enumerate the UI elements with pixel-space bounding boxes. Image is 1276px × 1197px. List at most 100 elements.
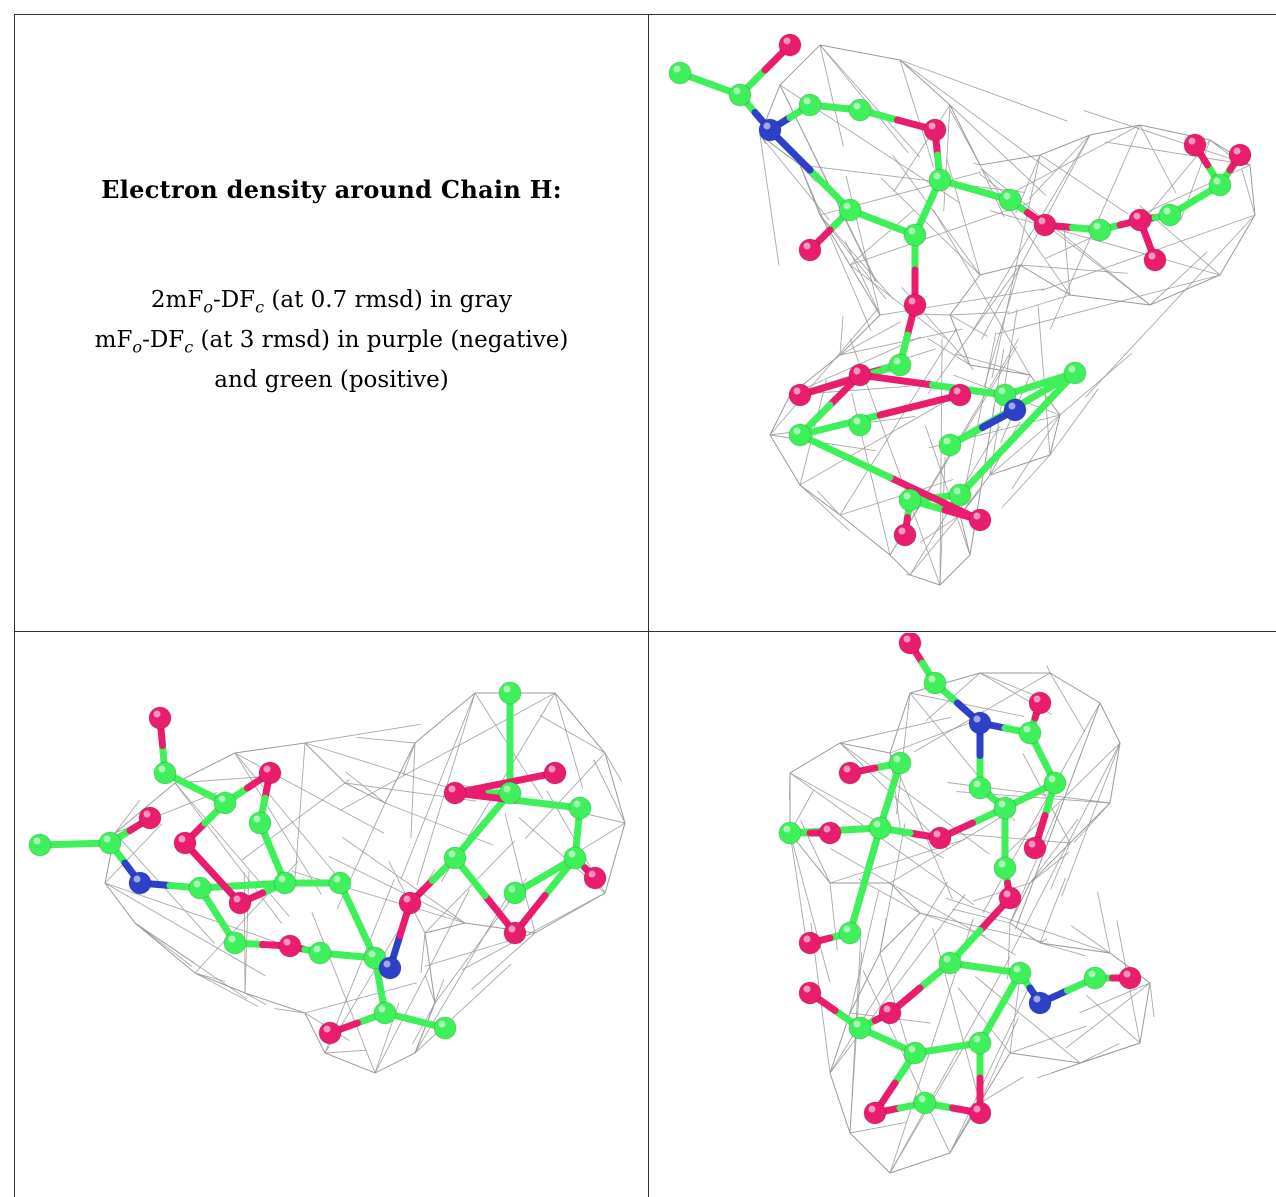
atom-highlight — [853, 102, 861, 110]
mesh-line — [949, 109, 981, 166]
carbon-atom — [938, 433, 962, 457]
atom-highlight — [263, 765, 271, 773]
mesh-line — [1085, 994, 1141, 1044]
oxygen-atom — [878, 1001, 902, 1025]
carbon-atom — [868, 816, 892, 840]
mesh-line — [1063, 226, 1071, 296]
bond — [796, 431, 894, 481]
atom-highlight — [438, 1020, 446, 1028]
mesh-line — [789, 772, 944, 859]
mesh-line — [304, 742, 464, 793]
atom-highlight — [233, 895, 241, 903]
atom-highlight — [1003, 192, 1011, 200]
mesh-line — [345, 771, 386, 804]
atom-highlight — [1048, 775, 1056, 783]
mesh-line — [1022, 753, 1071, 844]
atom-highlight — [1068, 365, 1076, 373]
left-border — [14, 14, 15, 1197]
oxygen-atom — [928, 826, 952, 850]
mesh-line — [1149, 982, 1155, 1018]
atom-highlight — [843, 925, 851, 933]
mesh-line — [234, 752, 340, 879]
mesh-line — [174, 782, 283, 924]
atom-highlight — [503, 685, 511, 693]
atom-highlight — [33, 837, 41, 845]
atom-highlight — [1123, 970, 1131, 978]
carbon-atom — [848, 98, 872, 122]
atom-highlight — [1213, 177, 1221, 185]
mesh-line — [996, 274, 1221, 335]
mesh-line — [324, 879, 395, 1054]
mesh-line — [989, 210, 1221, 276]
carbon-atom — [1208, 173, 1232, 197]
top-border — [14, 14, 1276, 15]
middle-border — [14, 631, 1276, 632]
molecule — [778, 633, 1142, 1125]
mesh-line — [328, 855, 466, 924]
mesh-line — [927, 337, 971, 366]
caption-panel: Electron density around Chain H: 2mFo-DF… — [15, 15, 648, 630]
mesh-line — [949, 311, 1010, 316]
carbon-atom — [1083, 966, 1107, 990]
mesh-line — [789, 832, 808, 948]
carbon-atom — [788, 423, 812, 447]
mesh-line — [909, 490, 980, 576]
mesh-line — [1006, 742, 1121, 854]
oxygen-atom — [948, 383, 972, 407]
oxygen-atom — [443, 781, 467, 805]
carbon-atom — [888, 353, 912, 377]
mesh-line — [989, 352, 1133, 476]
bond — [876, 391, 964, 419]
mesh-line — [244, 992, 267, 1006]
mesh-line — [1050, 842, 1071, 890]
mesh-line — [1085, 214, 1256, 398]
oxygen-atom — [173, 831, 197, 855]
density-mesh — [759, 44, 1256, 586]
carbon-atom — [1018, 721, 1042, 745]
oxygen-atom — [1023, 836, 1047, 860]
mesh-line — [889, 882, 1016, 956]
carbon-atom — [213, 791, 237, 815]
nitrogen-atom — [1028, 991, 1052, 1015]
mesh-line — [819, 44, 844, 147]
molecule — [28, 681, 607, 1045]
mesh-line — [849, 264, 946, 339]
atom-highlight — [883, 1005, 891, 1013]
molecule-view-bottom-right — [650, 633, 1276, 1197]
carbon-atom — [798, 93, 822, 117]
caption-title: Electron density around Chain H: — [101, 175, 562, 204]
bond — [886, 474, 984, 524]
atom-highlight — [793, 427, 801, 435]
oxygen-atom — [1128, 208, 1152, 232]
mesh-line — [889, 810, 1013, 884]
mesh-line — [949, 983, 1032, 1154]
caption-line-colors: and green (positive) — [214, 367, 449, 393]
atom-highlight — [503, 785, 511, 793]
oxygen-atom — [968, 1101, 992, 1125]
atom-highlight — [333, 875, 341, 883]
mesh-line — [593, 759, 626, 824]
carbon-atom — [1158, 203, 1182, 227]
mesh-line — [789, 772, 975, 906]
mesh-line — [839, 316, 844, 356]
atom-highlight — [943, 955, 951, 963]
mesh-line — [889, 752, 953, 900]
atom-highlight — [193, 880, 201, 888]
atom-highlight — [998, 387, 1006, 395]
oxygen-atom — [898, 633, 922, 655]
mesh-line — [234, 752, 322, 895]
atom-highlight — [803, 935, 811, 943]
mesh-line — [979, 164, 1005, 218]
mesh-line — [829, 881, 948, 1074]
mesh-line — [759, 134, 780, 266]
molecule-svg-bottom-right — [778, 633, 1155, 1174]
carbon-atom — [928, 168, 952, 192]
carbon-atom — [938, 951, 962, 975]
atom-highlight — [823, 825, 831, 833]
mesh-line — [945, 897, 1111, 954]
atom-highlight — [1088, 970, 1096, 978]
atom-highlight — [228, 935, 236, 943]
oxygen-atom — [228, 891, 252, 915]
mesh-line — [879, 823, 906, 954]
atom-highlight — [973, 780, 981, 788]
